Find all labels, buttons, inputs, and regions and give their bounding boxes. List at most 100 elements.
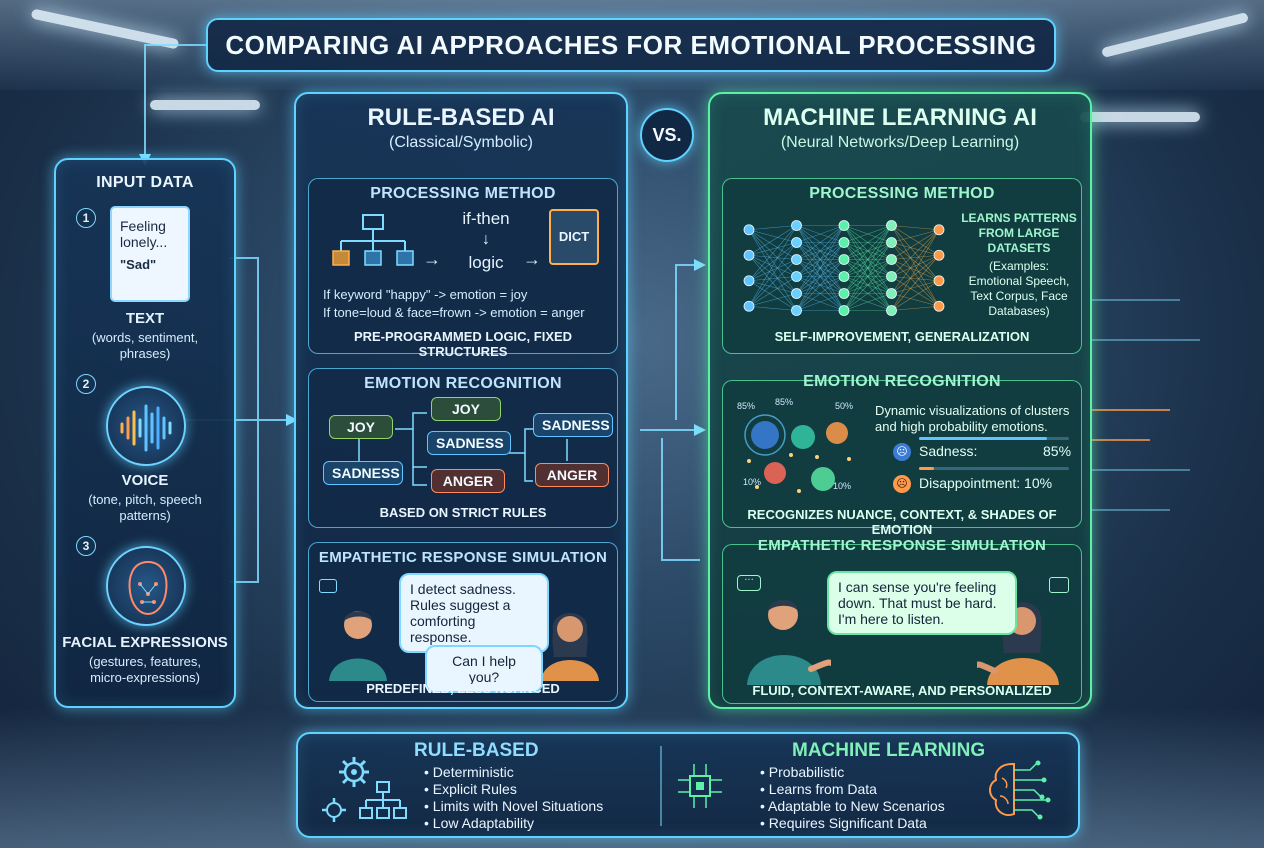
- nn-connection: [891, 280, 940, 294]
- nn-node: [838, 271, 850, 282]
- nn-node: [838, 305, 850, 316]
- nn-connection: [796, 225, 845, 277]
- nn-connection: [891, 255, 940, 294]
- face-scan-icon: [106, 546, 186, 626]
- nn-node: [933, 300, 945, 312]
- logic-arrow: ↓: [482, 231, 490, 248]
- summary-rule-list: Deterministic Explicit Rules Limits with…: [424, 764, 603, 832]
- rule-response-section: EMPATHETIC RESPONSE SIMULATION I detect …: [308, 542, 618, 702]
- nn-connection: [748, 259, 797, 307]
- ml-learn-line-3: DATASETS: [987, 241, 1051, 255]
- nn-node: [838, 237, 850, 248]
- voice-waveform-icon: [106, 386, 186, 466]
- nn-node: [838, 220, 850, 231]
- summary-rule-item: Limits with Novel Situations: [424, 798, 603, 815]
- nn-node: [791, 305, 802, 316]
- input-facial-desc: (gestures, features, micro-expressions): [89, 654, 201, 685]
- nn-connection: [843, 293, 892, 311]
- nn-node: [886, 220, 897, 231]
- nn-connection: [843, 225, 892, 277]
- summary-ml-item: Requires Significant Data: [760, 815, 945, 832]
- hierarchy-icon: [359, 781, 407, 819]
- nn-node: [791, 271, 802, 282]
- nn-connection: [891, 242, 940, 256]
- sad-face-icon: ☹: [893, 443, 911, 461]
- summary-ml-title: MACHINE LEARNING: [792, 740, 986, 761]
- cluster-pct-c: 50%: [835, 401, 854, 411]
- nn-node: [933, 249, 945, 261]
- nn-connection: [748, 254, 797, 260]
- nn-connection: [796, 225, 845, 294]
- nn-connection: [891, 276, 940, 307]
- disappointment-bar: [919, 467, 1069, 470]
- nn-node: [886, 305, 897, 316]
- recognition-flow-lines: [358, 412, 568, 486]
- nn-node: [838, 254, 850, 265]
- emotion-tag-joy-2: JOY: [431, 397, 501, 421]
- nn-node: [886, 254, 897, 265]
- neural-network-icon: [743, 220, 945, 316]
- chat-dots-icon: ···: [737, 575, 761, 591]
- ml-processing-heading: PROCESSING METHOD: [809, 185, 995, 202]
- nn-node: [933, 224, 945, 236]
- nn-connection: [891, 305, 940, 311]
- emotion-tag-sadness-3: SADNESS: [533, 413, 613, 437]
- nn-node: [886, 271, 897, 282]
- logic-top-text: if-then: [462, 209, 510, 228]
- nn-connection: [891, 229, 940, 294]
- emotion-tag-anger: ANGER: [431, 469, 505, 493]
- nn-connection: [748, 242, 797, 256]
- input-text-label: TEXT: [125, 310, 165, 327]
- nn-connection: [843, 242, 892, 311]
- rule-recognition-section: EMOTION RECOGNITION JOY SADNESS JOY SADN…: [308, 368, 618, 528]
- nn-connection: [891, 229, 940, 243]
- nn-connection: [843, 276, 892, 311]
- vs-badge: VS.: [640, 108, 694, 162]
- input-number-1: 1: [76, 208, 96, 228]
- ml-recognition-footer: RECOGNIZES NUANCE, CONTEXT, & SHADES OF …: [747, 507, 1057, 537]
- rule-processing-heading: PROCESSING METHOD: [370, 185, 556, 202]
- nn-connection: [748, 259, 797, 282]
- nn-node: [743, 249, 755, 261]
- rule-example-2: If tone=loud & face=frown -> emotion = a…: [323, 305, 585, 320]
- summary-ml-item: Learns from Data: [760, 781, 945, 798]
- summary-divider: [660, 746, 662, 826]
- nn-connection: [891, 254, 940, 260]
- nn-connection: [891, 254, 940, 277]
- cluster-pct-a: 85%: [737, 401, 756, 411]
- rule-based-panel: RULE-BASED AI (Classical/Symbolic) PROCE…: [294, 92, 628, 709]
- man-avatar-ml: [747, 599, 831, 685]
- nn-connection: [748, 229, 797, 243]
- nn-connection: [748, 276, 797, 282]
- disappointment-label: Disappointment: 10%: [919, 475, 1053, 491]
- ml-processing-section: PROCESSING METHOD LEARNS PATTERNS FROM L…: [722, 178, 1082, 354]
- nn-node: [743, 300, 755, 312]
- summary-ml-item: Adaptable to New Scenarios: [760, 798, 945, 815]
- nn-connection: [843, 225, 892, 260]
- cluster-pct-b: 85%: [775, 397, 794, 407]
- summary-panel: RULE-BASED Deterministic Explicit Rules …: [296, 732, 1080, 838]
- sadness-value: 85%: [1043, 443, 1072, 459]
- nn-connection: [748, 242, 797, 281]
- nn-connection: [748, 280, 797, 311]
- nn-node: [886, 237, 897, 248]
- disappointed-face-icon: ☹: [893, 475, 911, 493]
- sadness-label: Sadness:: [919, 443, 978, 459]
- chat-icon: [319, 579, 337, 593]
- nn-connection: [796, 225, 845, 311]
- nn-connection: [796, 242, 845, 311]
- nn-node: [838, 288, 850, 299]
- ml-recognition-section: EMOTION RECOGNITION 85% 85% 50% 10% 10% …: [722, 373, 1082, 537]
- nn-connection: [891, 229, 940, 260]
- nn-connection: [891, 229, 940, 277]
- logic-bottom-text: logic: [468, 253, 504, 272]
- nn-connection: [796, 293, 845, 311]
- arrow-right-icon: →: [423, 249, 441, 269]
- input-text-desc: (words, sentiment, phrases): [91, 330, 199, 361]
- summary-rule-item: Low Adaptability: [424, 815, 603, 832]
- input-facial-label: FACIAL EXPRESSIONS: [62, 634, 228, 651]
- input-number-2: 2: [76, 374, 96, 394]
- rule-response-footer: PREDEFINED, LESS NUANCED: [366, 681, 560, 696]
- arrow-right-icon-2: →: [523, 249, 541, 269]
- emotion-tag-sadness-2: SADNESS: [427, 431, 511, 455]
